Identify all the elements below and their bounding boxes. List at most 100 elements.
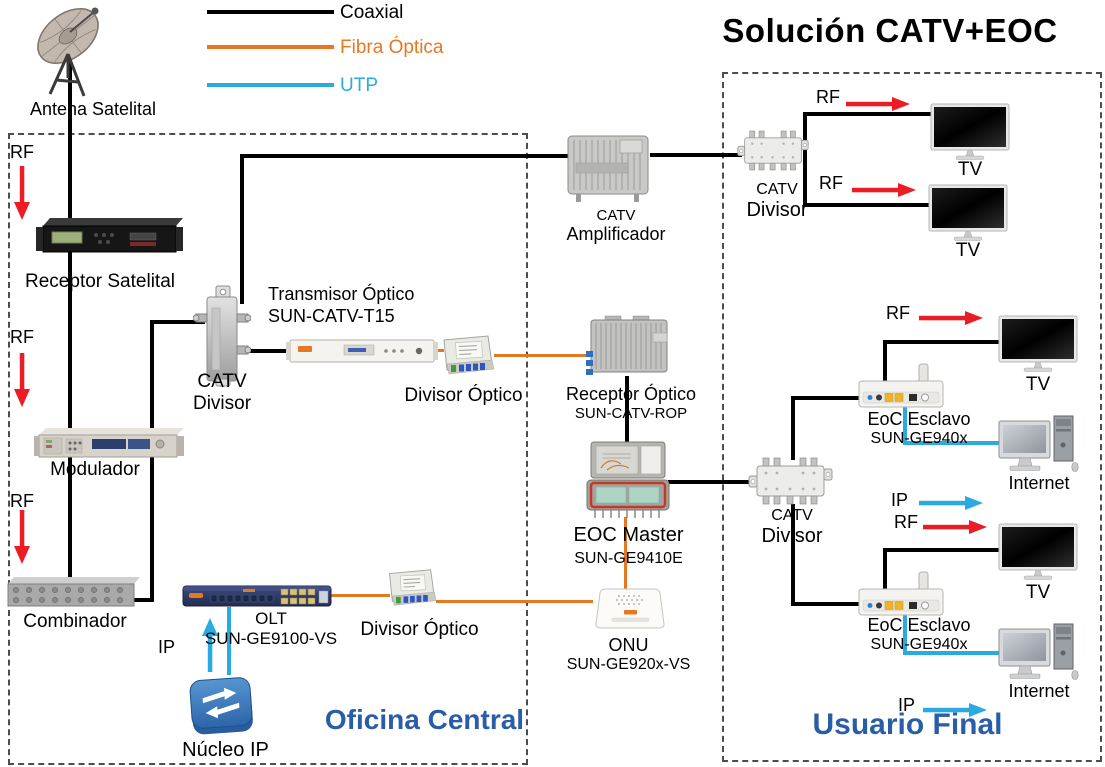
catv-divisor-uf-top-label-1: CATV <box>756 181 798 198</box>
coax-combinador-out-line <box>133 598 154 602</box>
catv-divisor-uf-mid-label: CATV Divisor <box>746 507 838 548</box>
olt-label-2: SUN-GE9100-VS <box>204 628 338 648</box>
coax-to-divisor-oc-line <box>150 320 205 324</box>
legend-fibra-label: Fibra Óptica <box>340 37 444 58</box>
tv1-label: TV <box>957 159 983 180</box>
utp-nucleo-to-olt-line <box>227 607 231 675</box>
nucleo-ip-label: Núcleo IP <box>182 739 269 761</box>
coax-to-tv4-line <box>883 548 1002 552</box>
coax-receptor-to-eocmaster-line <box>625 376 629 446</box>
combinador-label: Combinador <box>23 611 127 632</box>
rf-label-2: RF <box>10 327 34 347</box>
catv-divisor-uf-mid-icon <box>748 457 833 505</box>
divisor-optico-2-icon <box>389 569 437 606</box>
rf-right-arrow-4 <box>923 520 987 534</box>
legend-coaxial-line <box>207 10 334 14</box>
tv3-label: TV <box>1025 374 1051 395</box>
utp-to-pc1-line <box>903 441 1004 445</box>
ip-up-arrow-olt <box>202 618 218 672</box>
zone-usuario-final-label: Usuario Final <box>812 708 1003 741</box>
rf-down-arrow-1 <box>14 166 30 220</box>
eoc-esclavo-1-label: EoC Esclavo SUN-GE940x <box>848 409 990 448</box>
legend-utp-line <box>207 83 334 87</box>
onu-label-2: SUN-GE920x-VS <box>566 655 691 673</box>
zone-oficina-central-label: Oficina Central <box>324 704 525 735</box>
catv-divisor-oc-icon <box>193 285 251 387</box>
eoc-esclavo-1-label-1: EoC Esclavo <box>867 409 971 429</box>
coax-combinador-riser-line <box>150 320 154 602</box>
rf-label-1: RF <box>10 142 34 162</box>
divisor-optico-2-label: Divisor Óptico <box>360 619 479 640</box>
tv2-label: TV <box>955 240 981 261</box>
olt-label-1: OLT <box>255 609 287 628</box>
eoc-master-label-1: EOC Master <box>573 524 684 546</box>
rf-down-arrow-2 <box>14 353 30 407</box>
catv-amplificador-icon <box>567 135 649 202</box>
internet-1-label: Internet <box>1008 473 1070 493</box>
transmisor-optico-icon <box>286 339 438 363</box>
coax-divisor-to-transmisor-line <box>246 349 292 353</box>
tv4-label: TV <box>1025 582 1051 603</box>
rf-label-4: RF <box>816 87 840 107</box>
eoc-esclavo-1-icon <box>858 363 944 408</box>
ip-right-arrow-1 <box>919 496 983 510</box>
coax-to-amplificador-line <box>240 154 571 158</box>
divisor-optico-1-icon <box>443 335 495 375</box>
eoc-esclavo-2-label-1: EoC Esclavo <box>867 615 971 635</box>
legend-utp-label: UTP <box>340 75 378 96</box>
coax-eocmaster-to-divisor-line <box>668 480 756 484</box>
catv-divisor-uf-top-label-2: Divisor <box>746 199 808 222</box>
eoc-esclavo-2-label-2: SUN-GE940x <box>870 635 968 653</box>
modulador-icon <box>34 428 184 458</box>
catv-amplificador-label-2: Amplificador <box>566 224 666 245</box>
tv1-icon <box>930 103 1010 160</box>
legend-fibra-line <box>207 45 334 49</box>
internet-pc-1-icon <box>998 415 1079 472</box>
catv-divisor-uf-top-icon <box>737 130 809 171</box>
coax-eoc1-riser-line <box>883 340 887 392</box>
olt-icon <box>182 585 332 607</box>
eoc-master-label-2: SUN-GE9410E <box>574 550 683 567</box>
catv-divisor-uf-mid-label-1: CATV <box>771 507 813 524</box>
legend-coaxial-label: Coaxial <box>340 2 404 23</box>
eoc-master-label: EOC Master SUN-GE9410E <box>556 524 701 568</box>
internet-pc-2-icon <box>998 623 1079 680</box>
coax-divisor-mid-up-line <box>791 396 795 460</box>
receptor-optico-label: Receptor Óptico SUN-CATV-ROP <box>552 384 710 422</box>
onu-icon <box>595 588 665 629</box>
divisor-optico-1-label: Divisor Óptico <box>404 385 523 406</box>
onu-label-1: ONU <box>608 635 649 655</box>
catv-divisor-oc-label: CATV Divisor <box>168 371 276 415</box>
fiber-eocmaster-to-onu-line <box>624 517 627 592</box>
tv3-icon <box>998 315 1078 372</box>
ip-right-arrow-2 <box>923 703 987 717</box>
coax-to-eoc2-line <box>791 602 872 606</box>
coax-to-tv2-line <box>803 203 930 207</box>
coax-to-eoc1-line <box>791 396 872 400</box>
catv-divisor-uf-mid-label-2: Divisor <box>761 525 823 548</box>
coax-divisor-top-riser-line <box>803 112 807 207</box>
utp-eoc1-down-line <box>903 405 907 445</box>
zone-usuario-final-box <box>722 72 1102 762</box>
catv-divisor-uf-top-label: CATV Divisor <box>736 181 818 222</box>
antena-label: Antena Satelital <box>29 99 157 119</box>
zone-oficina-central-box <box>8 133 528 765</box>
coax-to-tv1-line <box>803 112 932 116</box>
utp-eoc2-down-line <box>903 613 907 655</box>
rf-right-arrow-1 <box>846 97 910 111</box>
ip-label-olt: IP <box>158 637 176 657</box>
rf-right-arrow-2 <box>852 183 916 197</box>
rf-label-3: RF <box>10 491 34 511</box>
fiber-divisor-to-receptor-line <box>494 354 608 357</box>
onu-label: ONU SUN-GE920x-VS <box>556 635 701 674</box>
eoc-esclavo-2-label: EoC Esclavo SUN-GE940x <box>848 615 990 654</box>
coax-antena-chain-line <box>68 58 72 580</box>
page-title: Solución CATV+EOC <box>722 12 1058 49</box>
fiber-divisor-to-onu-line <box>436 600 593 603</box>
satellite-dish-icon <box>37 7 99 97</box>
catv-amplificador-label-1: CATV <box>596 207 636 224</box>
utp-to-pc2-line <box>903 651 1004 655</box>
internet-2-label: Internet <box>1008 681 1070 701</box>
receptor-satelital-label: Receptor Satelital <box>25 271 175 292</box>
